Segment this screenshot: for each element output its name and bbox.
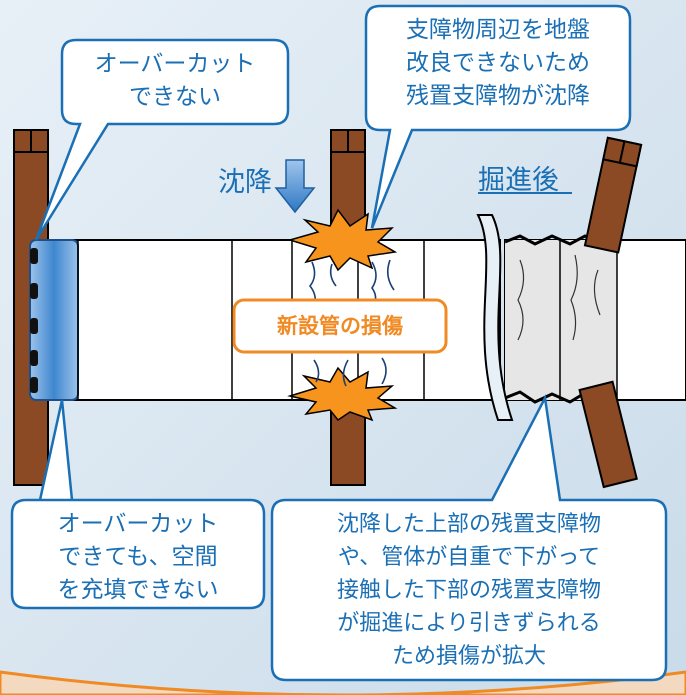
damage-label: 新設管の損傷: [277, 314, 403, 338]
callout-bottom-left: [10, 399, 266, 610]
after-jacking-label: 掘進後: [478, 165, 559, 196]
obstacle-right-top: [583, 136, 643, 254]
callout-top-left-text: オーバーカット できない: [94, 51, 256, 110]
callout-top-right: [364, 4, 632, 229]
callout-top-right-text: 支障物周辺を地盤 改良できないため 残置支障物が沈降: [406, 17, 590, 109]
damage-label-box: [232, 298, 448, 354]
callout-bottom-right: [270, 393, 668, 682]
damage-burst-top: [287, 208, 398, 272]
callout-top-left: [34, 38, 290, 241]
callout-bottom-right-text: 沈降した上部の残置支障物 や、管体が自重で下がって 接触した下部の残置支障物 が…: [336, 512, 601, 669]
pipe-break: [476, 214, 514, 421]
settlement-arrow: [274, 159, 316, 214]
obstacle-right-bottom: [578, 380, 638, 489]
settlement-label: 沈降: [218, 167, 272, 198]
callout-bottom-left-text: オーバーカット できても、空間 を充填できない: [57, 511, 219, 603]
pipe-after-jacking: [504, 234, 686, 404]
